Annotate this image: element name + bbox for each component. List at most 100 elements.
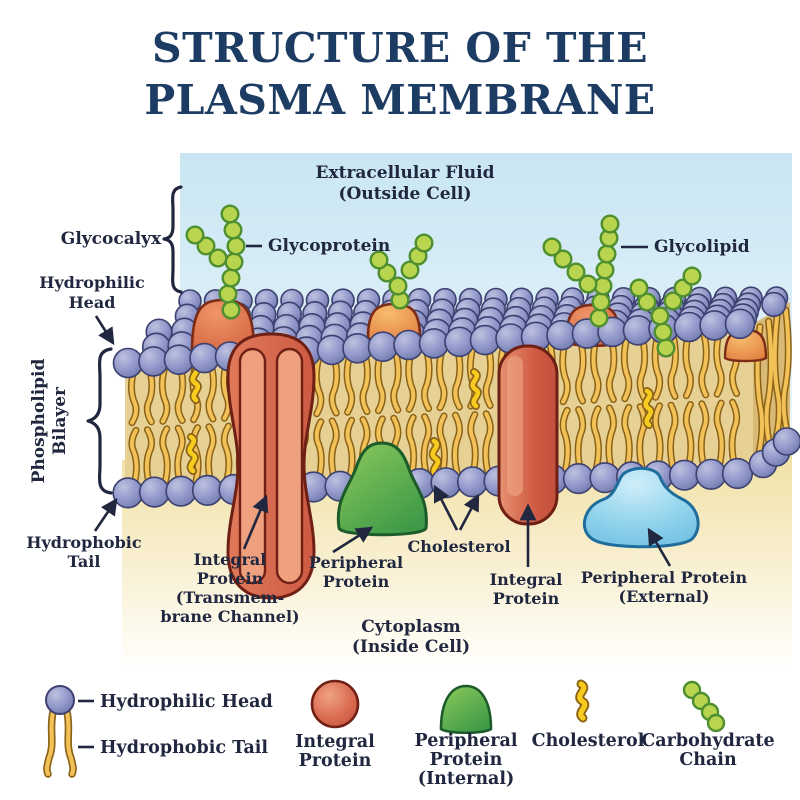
lipid-head: [668, 459, 701, 491]
legend-peripheral-internal-line3: (Internal): [418, 769, 515, 789]
lipid-head: [367, 331, 399, 363]
legend-phospholipid-icon: [43, 685, 77, 778]
channel-lobe-left: [238, 347, 267, 585]
carbohydrate-bead: [542, 237, 562, 257]
lipid-head: [721, 457, 754, 490]
legend-integral-protein-icon: [310, 679, 360, 729]
integral-protein-channel-shape: [226, 332, 316, 600]
carbohydrate-bead: [185, 225, 205, 245]
carbohydrate-bead: [400, 260, 420, 280]
label-extracellular-fluid: Extracellular Fluid: [316, 163, 495, 183]
cholesterol-molecules: [185, 362, 655, 479]
lipid-head: [761, 291, 787, 318]
legend-peripheral-protein-icon: [439, 684, 493, 735]
carbohydrate-chains: [185, 204, 702, 358]
legend-carbohydrate-line2: Chain: [679, 750, 737, 770]
legend-carbohydrate-bead: [706, 713, 726, 733]
label-peripheral-external-line1: Peripheral Protein: [581, 568, 748, 587]
carbohydrate-bead: [414, 233, 434, 253]
integral-protein-column-shape: [497, 344, 559, 526]
hydrophilic-head-arrow: [94, 315, 115, 346]
carbohydrate-bead: [208, 248, 228, 268]
carbohydrate-bead: [595, 260, 615, 280]
channel-lobe-right: [275, 347, 304, 585]
carbohydrate-bead: [220, 204, 240, 224]
lipid-head: [673, 311, 705, 343]
label-cytoplasm-line2: (Inside Cell): [352, 637, 470, 657]
label-glycocalyx: Glycocalyx: [61, 229, 162, 249]
lipid-head: [393, 329, 424, 361]
lipid-head: [138, 476, 171, 508]
peripheral-protein-external-shape: [582, 466, 700, 549]
lipid-head: [444, 326, 475, 358]
legend-cholesterol-fill: [577, 681, 588, 721]
carbohydrate-bead: [553, 249, 573, 269]
annotations: STRUCTURE OF THE PLASMA MEMBRANE Extrace…: [26, 24, 749, 657]
carbohydrate-bead: [223, 220, 243, 240]
carbohydrate-bead: [653, 322, 673, 342]
label-hydrophilic-head-line2: Head: [69, 293, 116, 312]
lipid-head: [112, 477, 144, 509]
carbohydrate-bead: [221, 268, 241, 288]
lipid-head: [699, 310, 730, 341]
lipid-head: [165, 475, 197, 507]
label-hydrophobic-tail-line2: Tail: [68, 552, 101, 571]
label-phospholipid-bilayer-line1: Phospholipid: [29, 358, 49, 483]
legend-carbohydrate-icon: [682, 680, 726, 733]
figure-title-line2: PLASMA MEMBRANE: [144, 76, 655, 124]
peripheral-external-arrow: [647, 527, 672, 567]
carbohydrate-bead: [369, 250, 389, 270]
carbohydrate-bead: [650, 306, 670, 326]
carbohydrate-bead: [566, 262, 586, 282]
lipid-head: [772, 427, 800, 456]
integral-channel-arrow: [242, 494, 269, 550]
hydrophobic-tail-arrow: [93, 497, 118, 532]
lipid-head: [138, 346, 169, 377]
figure-title-line1: STRUCTURE OF THE: [152, 24, 648, 72]
legend-hydrophobic-tail: Hydrophobic Tail: [100, 738, 268, 758]
label-outside-cell: (Outside Cell): [338, 184, 471, 204]
legend-cholesterol-icon: [575, 679, 590, 723]
carbohydrate-bead: [629, 278, 649, 298]
carbohydrate-bead: [196, 236, 216, 256]
label-integral-protein-line1: Integral: [490, 570, 563, 589]
lipid-head: [189, 342, 220, 374]
lipid-head: [695, 458, 727, 490]
legend-integral-protein-line1: Integral: [295, 732, 375, 752]
peripheral-protein-internal-shape: [336, 441, 428, 537]
lipid-head: [316, 334, 348, 366]
label-peripheral-internal-line2: Protein: [323, 572, 390, 591]
legend-carbohydrate-line1: Carbohydrate: [641, 731, 774, 751]
legend-hydrophilic-head: Hydrophilic Head: [100, 692, 273, 712]
lipid-head: [163, 344, 195, 376]
carbohydrate-bead: [388, 276, 408, 296]
lipid-head: [724, 308, 756, 340]
carbohydrate-bead: [682, 266, 702, 286]
carbohydrate-bead: [597, 244, 617, 264]
carbohydrate-bead: [663, 291, 683, 311]
legend-cholesterol: Cholesterol: [532, 731, 645, 751]
lipid-head: [562, 463, 595, 495]
label-hydrophilic-head-line1: Hydrophilic: [39, 273, 145, 292]
label-integral-channel-line1: Integral: [194, 550, 267, 569]
legend-integral-protein-line2: Protein: [299, 751, 372, 771]
peripheral-internal-arrow: [332, 526, 374, 554]
legend-tail-fill: [44, 709, 76, 777]
column-highlight: [507, 356, 523, 496]
label-glycolipid: Glycolipid: [654, 237, 750, 257]
carbohydrate-bead: [600, 214, 620, 234]
carbohydrate-bead: [656, 338, 676, 358]
lipid-head: [342, 332, 373, 364]
legend: Hydrophilic Head Hydrophobic Tail Integr…: [43, 679, 775, 789]
label-cholesterol: Cholesterol: [407, 537, 510, 556]
carbohydrate-bead: [224, 252, 244, 272]
lipid-head: [622, 314, 654, 346]
lipid-head: [191, 474, 224, 507]
lipid-head: [418, 328, 450, 359]
carbohydrate-bead: [637, 292, 657, 312]
label-cytoplasm-line1: Cytoplasm: [361, 617, 461, 637]
cholesterol-arrow-right: [458, 493, 480, 531]
label-integral-channel-line4: brane Channel): [160, 607, 299, 626]
lipid-head: [456, 466, 489, 498]
